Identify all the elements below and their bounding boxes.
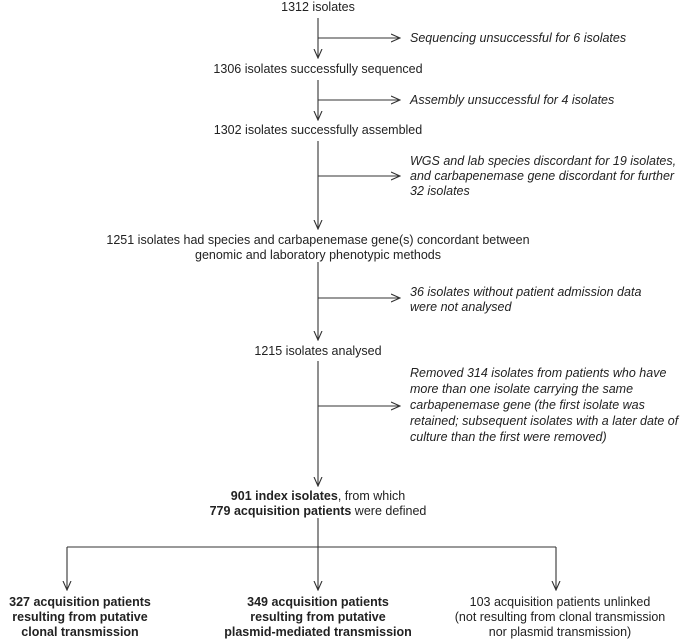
step-index-isolates-line1: 901 index isolates, from which [148,489,488,505]
index-isolates-rest: , from which [337,489,406,503]
outcome-plasmid-line2: resulting from putative [250,610,386,624]
outcome-unlinked-line1: 103 acquisition patients unlinked [469,595,651,609]
step-index-isolates-line2: 779 acquisition patients were defined [148,504,488,520]
step-1312-isolates: 1312 isolates [281,0,355,14]
index-isolates-bold: 901 index isolates [230,489,338,503]
outcome-unlinked-line2: (not resulting from clonal transmission [454,610,666,624]
exclusion-removed-line2: more than one isolate carrying the same [410,382,634,396]
acquisition-patients-rest: were defined [351,504,427,518]
step-concordant-line1: 1251 isolates had species and carbapenem… [106,233,530,247]
step-analysed: 1215 isolates analysed [254,344,382,358]
exclusion-removed-line1: Removed 314 isolates from patients who h… [410,366,667,380]
exclusion-discordant-line2: and carbapenemase gene discordant for fu… [410,169,675,183]
exclusion-admission-line2: were not analysed [410,300,512,314]
outcome-clonal-line1: 327 acquisition patients [9,595,151,609]
step-assembled: 1302 isolates successfully assembled [213,123,423,137]
outcome-unlinked-line3: nor plasmid transmission) [488,625,632,639]
exclusion-admission-line1: 36 isolates without patient admission da… [410,285,642,299]
step-sequenced: 1306 isolates successfully sequenced [213,62,423,76]
exclusion-removed-line3: carbapenemase gene (the first isolate wa… [410,398,645,412]
outcome-clonal-line2: resulting from putative [12,610,148,624]
exclusion-assembly: Assembly unsuccessful for 4 isolates [410,93,615,107]
step-concordant-line2: genomic and laboratory phenotypic method… [195,248,441,262]
exclusion-discordant-line1: WGS and lab species discordant for 19 is… [410,154,677,168]
exclusion-removed-line4: retained; subsequent isolates with a lat… [410,414,679,428]
exclusion-removed-line5: culture than the first were removed) [410,430,607,444]
outcome-plasmid-line3: plasmid-mediated transmission [224,625,412,639]
outcome-clonal-line3: clonal transmission [21,625,139,639]
outcome-plasmid-line1: 349 acquisition patients [247,595,389,609]
acquisition-patients-bold: 779 acquisition patients [209,504,352,518]
exclusion-sequencing: Sequencing unsuccessful for 6 isolates [410,31,627,45]
exclusion-discordant-line3: 32 isolates [410,184,470,198]
